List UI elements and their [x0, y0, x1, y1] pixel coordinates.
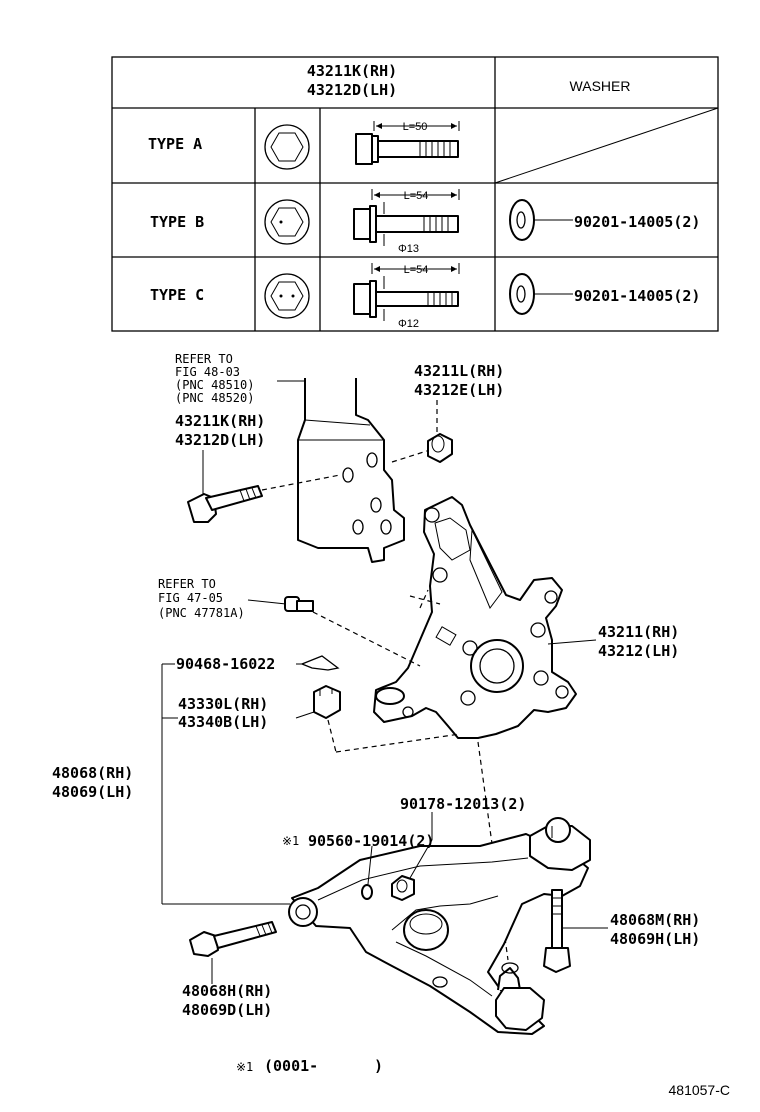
bolt-type-table: 43211K(RH) 43212D(LH) WASHER TYPE A TYPE…	[111, 56, 719, 332]
type-c-diameter: Φ12	[398, 318, 419, 330]
steering-knuckle	[373, 496, 577, 739]
type-c-washer-part: 90201-14005(2)	[574, 287, 700, 305]
callout-90560-19014: 90560-19014(2)	[308, 832, 434, 850]
callout-48069h-lh: 48069H(LH)	[610, 930, 700, 948]
callout-43340b-lh: 43340B(LH)	[178, 713, 268, 731]
empty-cell-diagonal	[494, 107, 719, 184]
type-a-label: TYPE A	[148, 135, 202, 153]
refer-47-05-line3: (PNC 47781A)	[158, 606, 245, 620]
castle-nut-43330l	[313, 685, 341, 719]
footnote-mark: ※1	[236, 1060, 253, 1074]
type-b-length: L=54	[404, 190, 429, 202]
type-c-bolt-side-icon	[353, 263, 460, 321]
refer-48-03-line2: FIG 48-03	[175, 365, 240, 379]
footnote-close: )	[374, 1057, 383, 1075]
type-b-bolt-side-icon	[353, 189, 460, 246]
callout-90178-12013: 90178-12013(2)	[400, 795, 526, 813]
refer-48-03-line4: (PNC 48520)	[175, 391, 254, 405]
arm-washer-90560	[361, 884, 373, 900]
refer-47-05-line1: REFER TO	[158, 577, 216, 591]
type-a-head-view-icon	[264, 124, 310, 170]
figure-code: 481057-C	[669, 1082, 731, 1098]
knuckle-bolt-43211k	[187, 485, 263, 523]
type-b-head-view-icon	[264, 199, 310, 245]
table-header-bolt-rh: 43211K(RH)	[307, 62, 397, 80]
type-b-washer-icon	[509, 199, 573, 241]
callout-48068m-rh: 48068M(RH)	[610, 911, 700, 929]
refer-48-03-line1: REFER TO	[175, 352, 233, 366]
abs-sensor-bolt	[284, 596, 314, 612]
cotter-pin	[300, 655, 340, 671]
arm-bolt-48068m	[543, 889, 571, 973]
refer-47-05-line2: FIG 47-05	[158, 591, 223, 605]
type-a-bolt-side-icon	[355, 121, 460, 165]
table-header-bolt-lh: 43212D(LH)	[307, 81, 397, 99]
arm-bolt-48068h	[189, 921, 277, 957]
arm-nut-90178	[391, 875, 415, 901]
footnote-text: (0001-	[264, 1057, 318, 1075]
callout-48068h-rh: 48068H(RH)	[182, 982, 272, 1000]
callout-43330l-rh: 43330L(RH)	[178, 695, 268, 713]
table-header-washer: WASHER	[570, 78, 631, 94]
callout-43211-rh: 43211(RH)	[598, 623, 679, 641]
callout-43212e-lh: 43212E(LH)	[414, 381, 504, 399]
lower-control-arm	[288, 817, 591, 1035]
callout-48068-rh: 48068(RH)	[52, 764, 133, 782]
callout-43212d-lh: 43212D(LH)	[175, 431, 265, 449]
callout-43212-lh: 43212(LH)	[598, 642, 679, 660]
type-b-label: TYPE B	[150, 213, 204, 231]
type-c-washer-icon	[509, 273, 573, 315]
callout-43211k-rh: 43211K(RH)	[175, 412, 265, 430]
leader-lines	[161, 380, 608, 984]
type-c-label: TYPE C	[150, 286, 204, 304]
callout-90468-16022: 90468-16022	[176, 655, 275, 673]
callout-43211l-rh: 43211L(RH)	[414, 362, 504, 380]
callout-48069-lh: 48069(LH)	[52, 783, 133, 801]
knuckle-nut-43211l	[427, 433, 453, 463]
refer-48-03-line3: (PNC 48510)	[175, 378, 254, 392]
type-c-length: L=54	[404, 264, 429, 276]
type-b-diameter: Φ13	[398, 243, 419, 255]
callout-48069d-lh: 48069D(LH)	[182, 1001, 272, 1019]
type-c-head-view-icon	[264, 273, 310, 319]
type-a-length: L=50	[403, 121, 428, 133]
callout-90560-mark: ※1	[282, 834, 299, 848]
type-b-washer-part: 90201-14005(2)	[574, 213, 700, 231]
strut-shock-absorber	[297, 378, 405, 563]
